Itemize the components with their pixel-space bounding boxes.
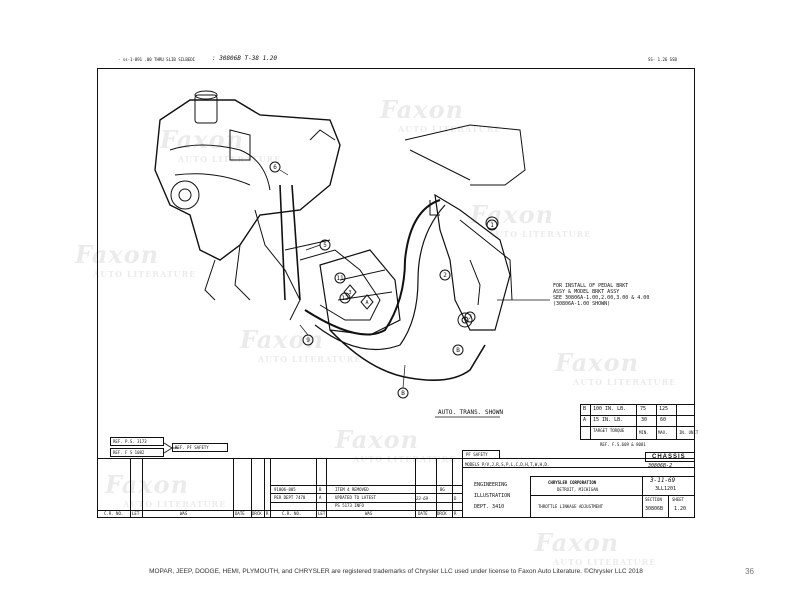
change-no: 91806-005 (274, 487, 296, 492)
dept-line-2: ILLUSTRATION (474, 493, 511, 499)
callout-2: 2 (443, 272, 447, 279)
callout-12: 12 (341, 295, 349, 302)
dept-line-1: ENGINEERING (474, 482, 508, 488)
torque-spec-table (580, 404, 695, 440)
manual-no: 3LL1201 (655, 486, 677, 492)
dept-line-3: DEPT. 3410 (474, 504, 505, 510)
trademark-footer: MOPAR, JEEP, DODGE, HEMI, PLYMOUTH, and … (149, 568, 643, 575)
sheet-no: 1.20 (674, 506, 687, 512)
ref-ps-box (110, 437, 164, 446)
callout-7: 7 (468, 314, 472, 321)
drawing-description: THROTTLE LINKAGE ADJUSTMENT (538, 504, 604, 509)
ref-pf-safety-box (172, 443, 228, 452)
callout-5: 5 (323, 242, 327, 249)
header-note-left: - ss-1-891 .00 THRU SLIB SILBEDI (118, 57, 196, 62)
chassis-box (645, 452, 695, 462)
change-what: ITEM 4 REMOVED (335, 487, 369, 492)
auto-trans-note: AUTO. TRANS. SHOWN (438, 409, 504, 416)
callout-a: A (365, 300, 368, 306)
company-name: CHRYSLER CORPORATION (548, 480, 597, 485)
models-line: MODELS P/V,J,R,S,P,L,C,D,H,T,W,H,D. (465, 462, 550, 467)
callout-3: 3 (348, 290, 351, 296)
callout-6: 6 (273, 164, 277, 171)
title-block (97, 458, 695, 518)
callout-11: 11 (336, 275, 344, 282)
pedal-note: FOR INSTALL OF PEDAL BRKT ASSY & MODEL B… (553, 283, 650, 307)
callout-1: 1 (490, 222, 494, 229)
drawing-date: 3-11-69 (650, 477, 676, 484)
chassis-code: 30806B-2 (648, 463, 673, 469)
callout-b: B (456, 347, 460, 354)
callout-b2: B (401, 390, 405, 397)
ref-fs-note: REF. F.S.609 & 8081 (600, 442, 646, 447)
header-handwritten: : 30806B T-38 1.20 (212, 55, 278, 62)
callout-9: 9 (306, 337, 310, 344)
header-note-right: SS- 1.26 SSB (648, 57, 677, 62)
chassis-label: CHASSIS (652, 454, 686, 460)
ref-fs-box (110, 448, 164, 457)
page-number: 36 (745, 567, 754, 576)
company-location: DETROIT, MICHIGAN (557, 487, 598, 492)
section-no: 30806B (645, 506, 664, 512)
